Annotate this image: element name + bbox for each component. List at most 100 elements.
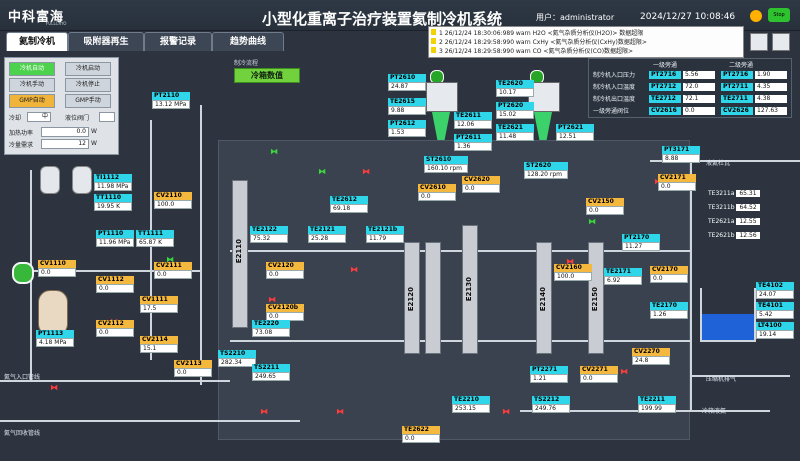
alarm-bell-icon[interactable] <box>750 10 762 22</box>
heat-exchanger-e2120b[interactable] <box>425 242 441 354</box>
liquid-helium-dewar[interactable] <box>700 288 756 342</box>
valve-icon[interactable]: ⧓ <box>166 255 174 264</box>
cool-start-button[interactable]: 冷机启动 <box>65 62 111 76</box>
heat-exchanger-e2130[interactable]: E2130 <box>462 225 478 354</box>
list-item[interactable]: TE3211b 64.52 <box>708 204 760 211</box>
screenshot-icon[interactable] <box>772 33 790 51</box>
alarm-row[interactable]: 2 26/12/24 18:29:58:990 warn CxHy <氦气杂质分… <box>429 37 743 46</box>
auto-cool-button[interactable]: 冷机自动 <box>9 62 55 76</box>
list-item[interactable]: TE3211a 65.31 <box>708 190 760 197</box>
heater-field[interactable] <box>99 112 115 122</box>
list-item[interactable]: TE2621b 12.56 <box>708 232 760 239</box>
valve-icon[interactable]: ⧓ <box>620 367 628 376</box>
gmp-manual-button[interactable]: GMP手动 <box>65 94 111 108</box>
valve-icon[interactable]: ⧓ <box>362 167 370 176</box>
user-icon[interactable] <box>750 33 768 51</box>
valve-icon[interactable]: ⧓ <box>502 407 510 416</box>
alarm-list[interactable]: 1 26/12/24 18:30:06:989 warn H2O <氦气杂质分析… <box>428 26 744 58</box>
valve-icon[interactable]: ⧓ <box>318 167 326 176</box>
power-field[interactable]: 0.0 <box>41 127 89 137</box>
tab-alarm-log[interactable]: 报警记录 <box>144 32 212 51</box>
tab-adsorber-regen[interactable]: 吸附器再生 <box>68 32 144 51</box>
manual-cool-button[interactable]: 冷机手动 <box>9 78 55 92</box>
flow-field[interactable]: 12 <box>41 139 89 149</box>
valve-icon[interactable]: ⧓ <box>268 295 276 304</box>
stop-button[interactable]: Stop <box>768 8 790 22</box>
heat-exchanger-e2120[interactable]: E2120 <box>404 242 420 354</box>
valve-icon[interactable]: ⧓ <box>336 407 344 416</box>
cool-mode-field[interactable]: 中 <box>27 112 51 122</box>
turbine-1-icon[interactable] <box>432 112 450 140</box>
tab-helium-refrigerator[interactable]: 氦制冷机 <box>6 32 68 51</box>
list-item[interactable]: TE2621a 12.55 <box>708 218 760 225</box>
valve-icon[interactable]: ⧓ <box>260 407 268 416</box>
valve-icon[interactable]: ⧓ <box>566 257 574 266</box>
heat-exchanger-e2140[interactable]: E2140 <box>536 242 552 354</box>
alarm-row[interactable]: 1 26/12/24 18:30:06:989 warn H2O <氦气杂质分析… <box>429 28 743 37</box>
expansion-turbine-1[interactable] <box>426 82 458 112</box>
valve-icon[interactable]: ⧓ <box>350 265 358 274</box>
pump-icon[interactable] <box>12 262 34 284</box>
alarm-row[interactable]: 3 26/12/24 18:29:58:990 warn CO <氦气杂质分析仪… <box>429 46 743 55</box>
valve-icon[interactable]: ⧓ <box>270 147 278 156</box>
stage-status-button[interactable]: 冷箱数值 <box>234 68 300 83</box>
heat-exchanger-e2110[interactable]: E2110 <box>232 180 248 328</box>
valve-icon[interactable]: ⧓ <box>50 383 58 392</box>
heat-exchanger-e2150[interactable]: E2150 <box>588 242 604 354</box>
compressor-cylinder[interactable] <box>40 166 60 194</box>
gmp-auto-button[interactable]: GMP自动 <box>9 94 55 108</box>
tab-trend-curves[interactable]: 趋势曲线 <box>212 32 284 51</box>
valve-icon[interactable]: ⧓ <box>588 217 596 226</box>
